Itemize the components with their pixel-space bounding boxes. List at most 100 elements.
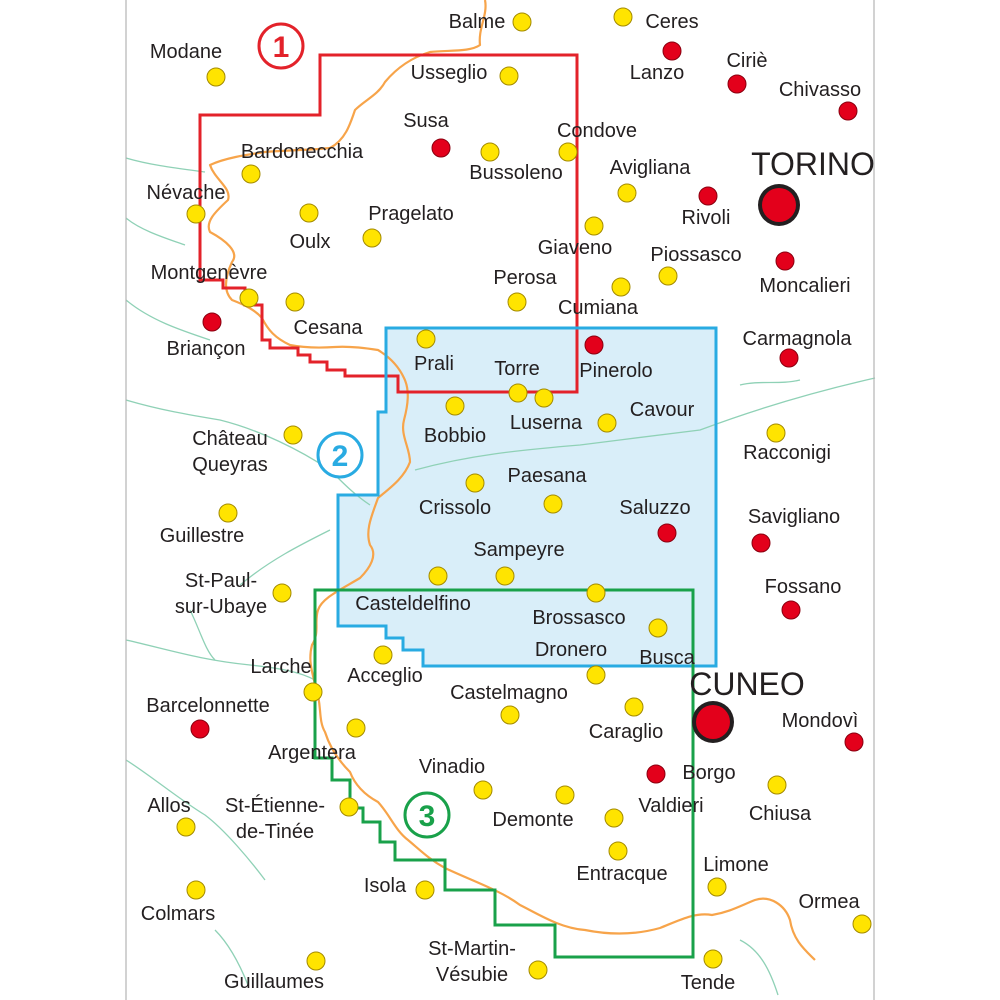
- town-marker-casteldelfino: [428, 566, 448, 586]
- town-marker-usseglio: [499, 66, 519, 86]
- city-marker-chivasso: [838, 101, 858, 121]
- place-label-pragelato: Pragelato: [368, 203, 454, 225]
- place-label-balme: Balme: [449, 11, 506, 33]
- town-marker-crissolo: [543, 494, 563, 514]
- town-marker-brossasco: [586, 583, 606, 603]
- place-label-torre: Torre: [494, 358, 540, 380]
- town-marker-caraglio: [624, 697, 644, 717]
- town-marker-oulx: [299, 203, 319, 223]
- city-marker-torino: [762, 188, 796, 222]
- town-marker-paesana: [465, 473, 485, 493]
- place-label-mondovi: Mondovì: [782, 710, 859, 732]
- town-marker-limone: [707, 877, 727, 897]
- town-marker-dronero: [648, 618, 668, 638]
- town-marker-condove: [558, 142, 578, 162]
- place-label-cirie: Ciriè: [726, 50, 767, 72]
- place-label-carmagnola: Carmagnola: [743, 328, 853, 350]
- town-marker-st-paul-sur-ubaye: [272, 583, 292, 603]
- town-marker-st-martin-vesubie: [528, 960, 548, 980]
- place-label-guillestre: Guillestre: [160, 525, 244, 547]
- river: [214, 929, 249, 986]
- city-marker-mondovi: [844, 732, 864, 752]
- city-marker-savigliano: [751, 533, 771, 553]
- town-marker-st-etienne-de-tinee: [339, 797, 359, 817]
- place-label-casteldelfino: Casteldelfino: [355, 593, 471, 615]
- town-marker-perosa: [507, 292, 527, 312]
- place-label-acceglio: Acceglio: [347, 665, 423, 687]
- town-marker-ceres: [613, 7, 633, 27]
- town-marker-valdieri: [604, 808, 624, 828]
- town-marker-montgenevre: [239, 288, 259, 308]
- town-marker-bussoleno: [480, 142, 500, 162]
- place-label-pinerolo: Pinerolo: [579, 360, 652, 382]
- town-marker-ormea: [852, 914, 872, 934]
- place-label-busca: Busca: [639, 647, 695, 669]
- zone-number: 3: [419, 800, 436, 833]
- rivers: [125, 157, 876, 996]
- place-label-saluzzo: Saluzzo: [619, 497, 690, 519]
- city-marker-rivoli: [698, 186, 718, 206]
- place-label-usseglio: Usseglio: [411, 62, 488, 84]
- place-label-modane: Modane: [150, 41, 222, 63]
- town-marker-piossasco: [658, 266, 678, 286]
- river: [125, 299, 211, 341]
- zone-3-border: [313, 588, 695, 959]
- town-marker-modane: [206, 67, 226, 87]
- river: [239, 529, 331, 586]
- zone-badge-2: 2: [316, 431, 364, 479]
- place-label-susa: Susa: [403, 110, 449, 132]
- river: [125, 399, 371, 506]
- place-label-isola: Isola: [364, 875, 407, 897]
- place-label-cumiana: Cumiana: [558, 297, 639, 319]
- place-label-allos: Allos: [147, 795, 190, 817]
- city-marker-barcelonnette: [190, 719, 210, 739]
- town-marker-pragelato: [362, 228, 382, 248]
- town-marker-sampeyre: [495, 566, 515, 586]
- place-label-moncalieri: Moncalieri: [759, 275, 850, 297]
- place-label-brossasco: Brossasco: [532, 607, 625, 629]
- place-label-sampeyre: Sampeyre: [473, 539, 564, 561]
- river: [414, 377, 876, 471]
- place-label-cesana: Cesana: [294, 317, 364, 339]
- national-border: [207, 0, 816, 961]
- place-label-bussoleno: Bussoleno: [469, 162, 562, 184]
- place-label-torino: TORINO: [751, 146, 875, 182]
- place-label-cuneo: CUNEO: [689, 666, 805, 702]
- place-label-bardonecchia: Bardonecchia: [241, 141, 364, 163]
- town-marker-giaveno: [584, 216, 604, 236]
- city-marker-susa: [431, 138, 451, 158]
- place-label-guillaumes: Guillaumes: [224, 971, 324, 993]
- place-label-tende: Tende: [681, 972, 736, 994]
- town-marker-racconigi: [766, 423, 786, 443]
- place-label-vinadio: Vinadio: [419, 756, 485, 778]
- city-marker-cirie: [727, 74, 747, 94]
- town-marker-argentera: [346, 718, 366, 738]
- town-marker-tende: [703, 949, 723, 969]
- river: [739, 939, 779, 996]
- place-label-argentera: Argentera: [268, 742, 357, 764]
- town-marker-colmars: [186, 880, 206, 900]
- town-marker-isola: [415, 880, 435, 900]
- town-marker-luserna: [534, 388, 554, 408]
- zone-number: 2: [332, 440, 349, 473]
- city-marker-lanzo: [662, 41, 682, 61]
- place-label-dronero: Dronero: [535, 639, 607, 661]
- city-marker-borgo: [646, 764, 666, 784]
- place-label-castelmagno: Castelmagno: [450, 682, 568, 704]
- place-label-ceres: Ceres: [645, 11, 698, 33]
- place-label-briancon: Briançon: [167, 338, 246, 360]
- town-marker-vinadio: [473, 780, 493, 800]
- town-marker-cavour: [597, 413, 617, 433]
- city-marker-pinerolo: [584, 335, 604, 355]
- city-marker-moncalieri: [775, 251, 795, 271]
- place-label-limone: Limone: [703, 854, 769, 876]
- place-label-lanzo: Lanzo: [630, 62, 685, 84]
- river: [189, 609, 216, 661]
- place-label-racconigi: Racconigi: [743, 442, 831, 464]
- place-label-bobbio: Bobbio: [424, 425, 486, 447]
- river: [125, 759, 266, 881]
- town-marker-demonte: [555, 785, 575, 805]
- place-label-perosa: Perosa: [493, 267, 557, 289]
- city-marker-saluzzo: [657, 523, 677, 543]
